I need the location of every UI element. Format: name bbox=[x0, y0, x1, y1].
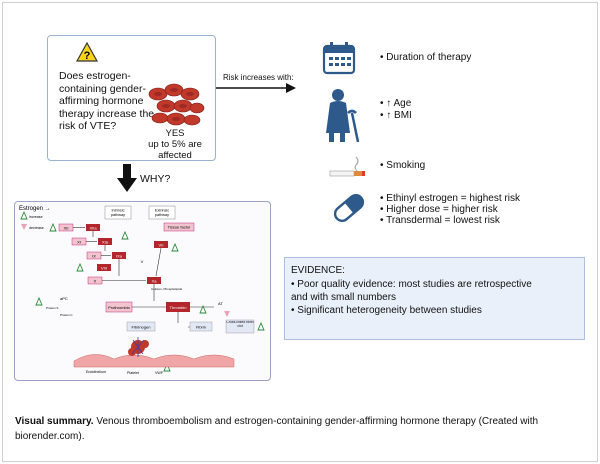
clot-box bbox=[225, 319, 255, 334]
vwf-label: VWF bbox=[155, 371, 164, 375]
platelet-label: Platelet bbox=[127, 371, 139, 375]
blood-cells-icon bbox=[148, 83, 205, 126]
svg-text:XIa: XIa bbox=[102, 239, 109, 244]
evidence-line-2: and with small numbers bbox=[291, 292, 397, 303]
factor-xa bbox=[147, 277, 161, 284]
clot-label: Cross-linked fibrin clot bbox=[226, 321, 254, 328]
prothrombin-box bbox=[105, 301, 133, 313]
yes-label: YES bbox=[165, 128, 185, 139]
factor-bmi: • ↑ BMI bbox=[380, 110, 412, 121]
elderly-person-icon bbox=[326, 89, 360, 143]
calcium-label: Calcium, Phospholipids bbox=[151, 287, 183, 291]
svg-text:XIIa: XIIa bbox=[89, 225, 97, 230]
fibrinogen-box bbox=[126, 321, 156, 332]
factor-ethinyl: • Ethinyl estrogen = highest risk bbox=[380, 193, 520, 204]
svg-text:Thrombin: Thrombin bbox=[170, 305, 187, 310]
factor-ixa bbox=[112, 252, 126, 259]
svg-text:XI: XI bbox=[77, 239, 81, 244]
summary-bold: Visual summary. bbox=[15, 416, 94, 427]
extrinsic-header bbox=[148, 205, 176, 220]
factor-dose: • Higher dose = higher risk bbox=[380, 204, 498, 215]
estrogen-label: Estrogen → bbox=[19, 206, 51, 212]
factor-age: • ↑ Age bbox=[380, 98, 412, 109]
svg-text:pathway: pathway bbox=[155, 213, 169, 217]
svg-text:Prothrombin: Prothrombin bbox=[108, 305, 130, 310]
svg-text:X: X bbox=[94, 278, 97, 283]
factor-viii bbox=[97, 264, 111, 271]
svg-text:XII: XII bbox=[64, 225, 69, 230]
calendar-icon bbox=[322, 42, 356, 75]
why-label: WHY? bbox=[140, 173, 171, 185]
svg-text:VIII: VIII bbox=[101, 265, 107, 270]
factor-vii bbox=[154, 241, 168, 248]
factor-duration: • Duration of therapy bbox=[380, 52, 472, 63]
evidence-title: EVIDENCE: bbox=[291, 265, 345, 276]
summary-text: Venous thromboembolism and estrogen-cont… bbox=[15, 416, 539, 442]
risk-arrow bbox=[216, 83, 296, 93]
evidence-line-1: • Poor quality evidence: most studies ar… bbox=[291, 279, 532, 290]
thrombin-box bbox=[166, 302, 190, 312]
svg-text:Xa: Xa bbox=[152, 278, 158, 283]
yes-detail: up to 5% are affected bbox=[148, 139, 202, 161]
warning-icon: ? bbox=[76, 42, 98, 62]
decrease-marker bbox=[21, 224, 27, 230]
coagulation-diagram: Estrogen → increase decrease Intrinsic p… bbox=[19, 205, 265, 375]
apc-label: aPC bbox=[60, 296, 68, 301]
increase-marker bbox=[20, 210, 28, 220]
endothelium-label: Endothelium bbox=[86, 370, 106, 374]
protein-c-label: Protein C bbox=[60, 313, 73, 317]
decrease-label: decrease bbox=[29, 226, 44, 230]
evidence-line-3: • Significant heterogeneity between stud… bbox=[291, 305, 482, 316]
svg-text:V: V bbox=[141, 259, 144, 264]
svg-text:VII: VII bbox=[159, 242, 164, 247]
evidence-box bbox=[284, 257, 585, 340]
tissue-factor-box bbox=[163, 222, 195, 232]
factor-xiia bbox=[86, 224, 100, 231]
visual-summary-caption: Visual summary. Venous thromboembolism a… bbox=[15, 414, 580, 444]
svg-text:Tissue factor: Tissue factor bbox=[168, 225, 191, 230]
factor-smoking: • Smoking bbox=[380, 160, 426, 171]
svg-text:Fibrin: Fibrin bbox=[196, 324, 206, 329]
at-label: AT bbox=[218, 301, 223, 306]
factor-xia bbox=[98, 238, 112, 245]
svg-text:Intrinsic: Intrinsic bbox=[111, 209, 124, 213]
increase-label: increase bbox=[29, 215, 43, 219]
yes-answer: YES up to 5% are affected bbox=[138, 128, 212, 161]
pill-icon bbox=[333, 194, 365, 222]
svg-text:?: ? bbox=[84, 50, 91, 62]
factor-transdermal: • Transdermal = lowest risk bbox=[380, 215, 500, 226]
svg-text:IX: IX bbox=[92, 253, 96, 258]
risk-label: Risk increases with: bbox=[223, 73, 294, 82]
svg-text:IXa: IXa bbox=[116, 253, 123, 258]
protein-s-label: Protein S bbox=[46, 306, 58, 310]
cigarette-icon bbox=[329, 156, 365, 177]
fibrin-box bbox=[189, 321, 213, 332]
svg-text:Fibrinogen: Fibrinogen bbox=[132, 324, 151, 329]
svg-text:pathway: pathway bbox=[111, 213, 125, 217]
svg-text:Extrinsic: Extrinsic bbox=[155, 209, 169, 213]
why-arrow bbox=[117, 164, 137, 192]
endothelium-shape bbox=[73, 354, 235, 368]
intrinsic-header bbox=[104, 205, 132, 220]
question-text: Does estrogen-containing gender-affirmin… bbox=[59, 70, 155, 132]
